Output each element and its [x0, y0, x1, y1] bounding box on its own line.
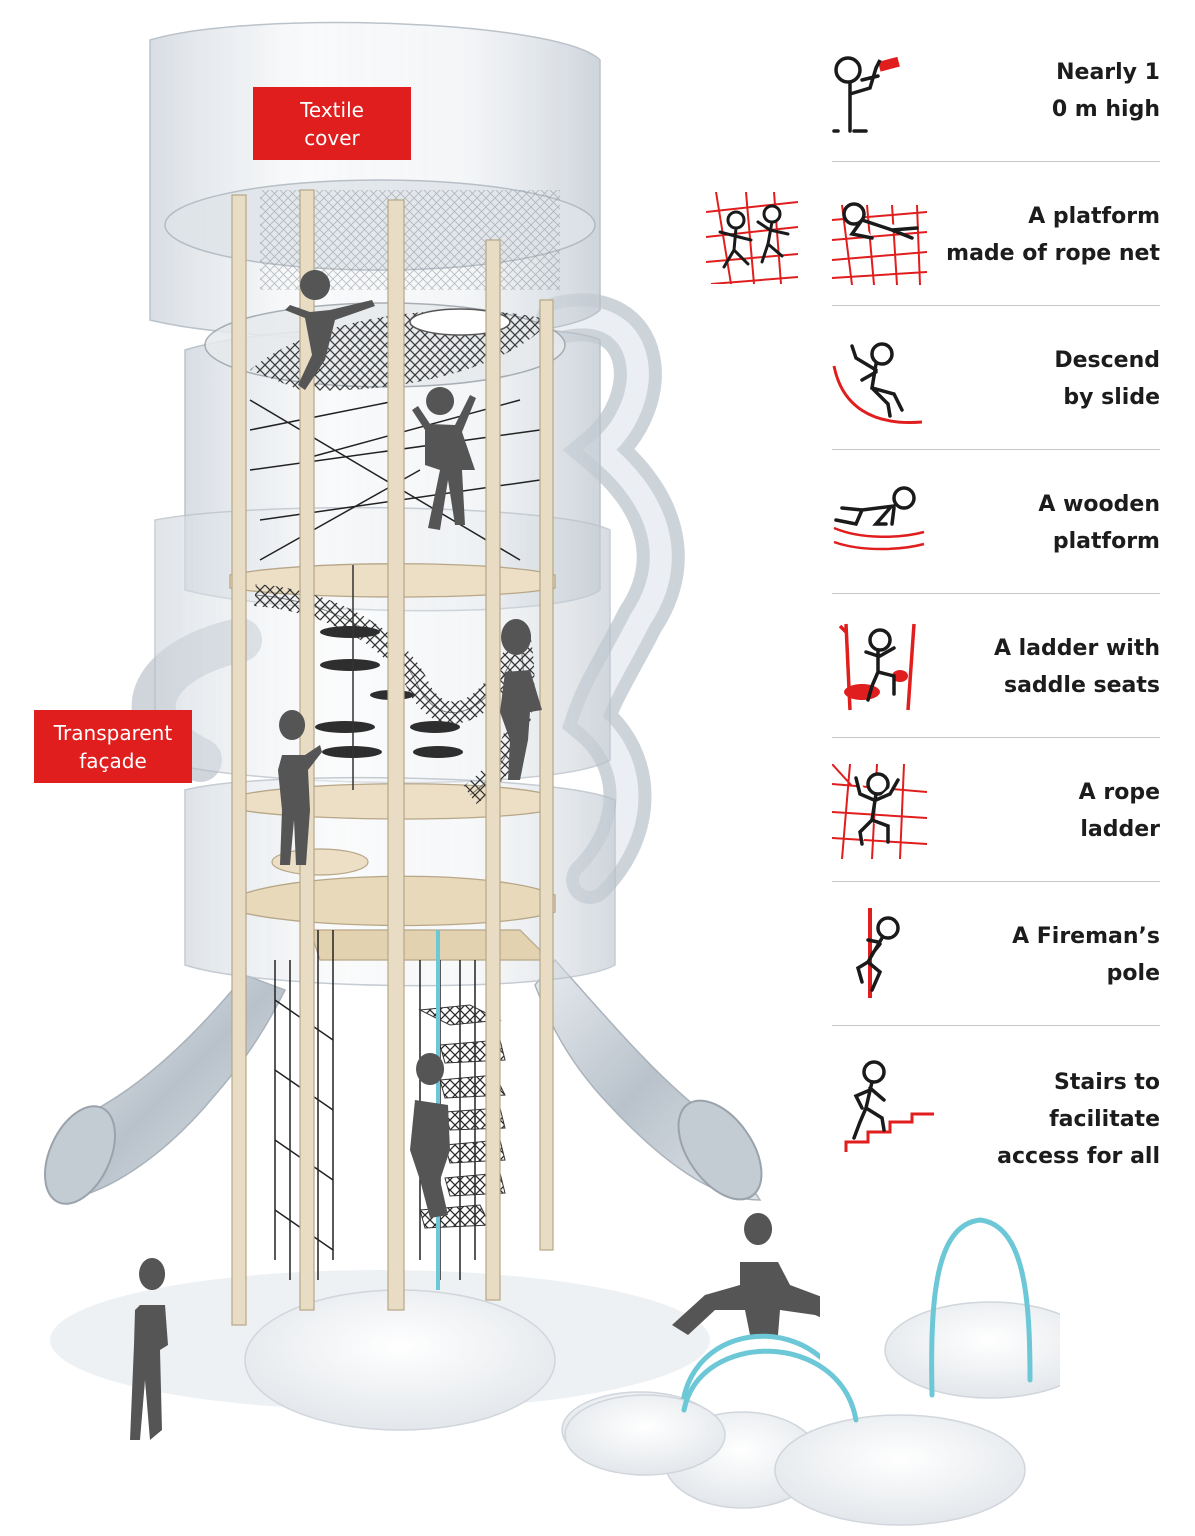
children-silhouettes [130, 270, 820, 1440]
feature-ladder-text: A ladder with saddle seats [994, 630, 1160, 704]
right-play-pads [564, 1217, 1060, 1526]
feature-pole-text: A Fireman’s pole [1012, 918, 1160, 992]
feature-rope-ladder-line-2: ladder [1080, 817, 1160, 842]
feature-rope-net-line-1: A platform [1028, 204, 1160, 229]
feature-wooden-line-1: A wooden [1038, 492, 1160, 517]
person-lying-on-net-icon [832, 202, 927, 285]
textile-cover-line-2: cover [304, 125, 360, 150]
person-climbing-rope-icon [832, 764, 927, 859]
separator [832, 881, 1160, 882]
textile-cover-line-1: Textile [300, 97, 364, 122]
feature-height-text: Nearly 1 0 m high [1052, 54, 1160, 128]
children-on-net-icon [706, 192, 798, 284]
climbing-arches [679, 1333, 820, 1413]
separator [832, 593, 1160, 594]
transparent-facade-line-1: Transparent [53, 720, 173, 745]
feature-stairs-line-1: Stairs to [1054, 1070, 1160, 1095]
separator [832, 1025, 1160, 1026]
person-on-ladder-seat-icon [838, 623, 916, 711]
person-crawling-icon [833, 486, 925, 551]
slide-tube-right [534, 958, 763, 1201]
feature-height: Nearly 1 0 m high [832, 36, 1160, 162]
feature-rope-net-text: A platform made of rope net [946, 198, 1160, 272]
person-climbing-stairs-icon [844, 1060, 934, 1152]
feature-slide-line-1: Descend [1054, 348, 1160, 373]
feature-rope-ladder: A rope ladder [832, 738, 1160, 882]
separator [832, 161, 1160, 162]
slide-tube-left [44, 974, 287, 1205]
feature-slide-text: Descend by slide [1054, 342, 1160, 416]
person-with-telescope-icon [832, 56, 900, 133]
feature-ladder-line-2: saddle seats [1003, 673, 1160, 698]
feature-wooden-line-2: platform [1052, 529, 1160, 554]
feature-stairs-line-2: facilitate [1049, 1107, 1160, 1132]
feature-height-line-1: Nearly 1 [1056, 60, 1160, 85]
feature-ladder-saddle: A ladder with saddle seats [832, 594, 1160, 738]
separator [832, 305, 1160, 306]
transparent-facade-line-2: façade [79, 748, 147, 773]
feature-slide-line-2: by slide [1063, 385, 1160, 410]
person-on-pole-icon [855, 908, 900, 998]
base-pad [244, 1289, 556, 1431]
textile-cover-label: Textile cover [253, 87, 411, 160]
transparent-facade-label: Transparent façade [34, 710, 192, 783]
feature-wooden-text: A wooden platform [1038, 486, 1160, 560]
wooden-posts [231, 189, 554, 1326]
separator [832, 737, 1160, 738]
person-sliding-icon [832, 342, 923, 425]
feature-height-line-2: 0 m high [1051, 97, 1160, 122]
feature-stairs-line-3: access for all [997, 1144, 1160, 1169]
feature-rope-net-platform: A platform made of rope net [832, 162, 1160, 306]
feature-rope-ladder-line-1: A rope [1078, 780, 1160, 805]
feature-rope-net-line-2: made of rope net [946, 241, 1160, 266]
feature-stairs-text: Stairs to facilitate access for all [997, 1064, 1160, 1175]
feature-rope-ladder-text: A rope ladder [1079, 774, 1160, 848]
feature-wooden-platform: A wooden platform [832, 450, 1160, 594]
feature-ladder-line-1: A ladder with [993, 636, 1160, 661]
feature-fireman-pole: A Fireman’s pole [832, 882, 1160, 1026]
separator [832, 449, 1160, 450]
feature-pole-line-1: A Fireman’s [1012, 924, 1160, 949]
feature-slide: Descend by slide [832, 306, 1160, 450]
feature-pole-line-2: pole [1106, 961, 1160, 986]
feature-stairs: Stairs to facilitate access for all [832, 1026, 1160, 1186]
